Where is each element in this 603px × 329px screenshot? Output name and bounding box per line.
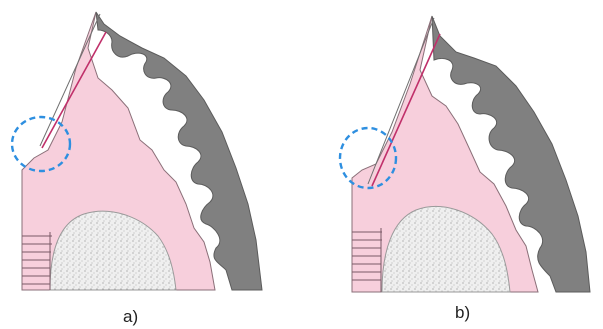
panel-a: a) bbox=[8, 8, 262, 326]
panel-label-a: a) bbox=[123, 307, 138, 326]
panel-label-b: b) bbox=[455, 303, 470, 322]
panel-b: b) bbox=[340, 10, 590, 322]
